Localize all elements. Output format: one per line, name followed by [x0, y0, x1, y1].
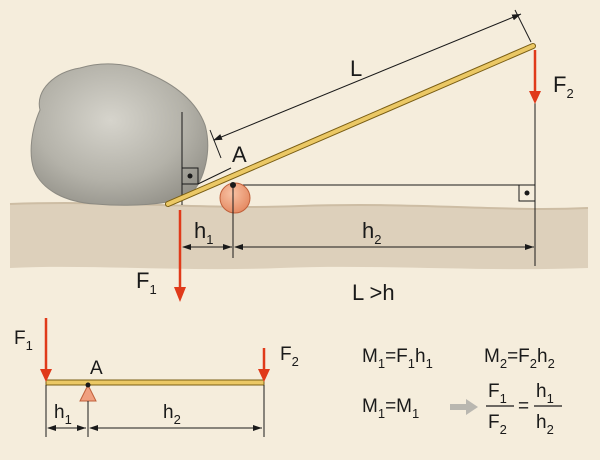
bottom-label-F1: F1 [14, 328, 33, 353]
right-angle-marker-left [181, 167, 199, 185]
formula-M2-definition: M2=F2h2 [484, 346, 555, 371]
bottom-label-F2: F2 [280, 344, 299, 369]
implies-arrow-icon [450, 399, 478, 415]
ratio-left-denominator: F2 [488, 412, 507, 437]
ground [10, 203, 588, 270]
formula-M1-definition: M1=F1h1 [362, 346, 433, 371]
bottom-label-h1: h1 [54, 402, 72, 427]
bottom-label-A: A [90, 358, 103, 379]
bottom-lever-bar [45, 379, 265, 386]
label-L: L [350, 56, 362, 81]
label-A-top: A [232, 142, 247, 167]
bottom-label-h2: h2 [163, 402, 181, 427]
fulcrum-ball [219, 182, 251, 214]
label-F1-top: F1 [136, 268, 157, 297]
label-h2-top: h2 [362, 218, 381, 247]
ratio-equals: = [518, 396, 529, 417]
condition-text: L >h [352, 280, 395, 305]
ratio-right-numerator: h1 [536, 381, 554, 406]
ratio-right-denominator: h2 [536, 412, 554, 437]
rock [30, 63, 209, 206]
formula-balance: M1=M1 [362, 396, 419, 421]
length-L-arrow [213, 13, 522, 141]
label-F2-top: F2 [553, 72, 574, 101]
label-h1-top: h1 [194, 218, 213, 247]
ratio-left-numerator: F1 [488, 381, 507, 406]
